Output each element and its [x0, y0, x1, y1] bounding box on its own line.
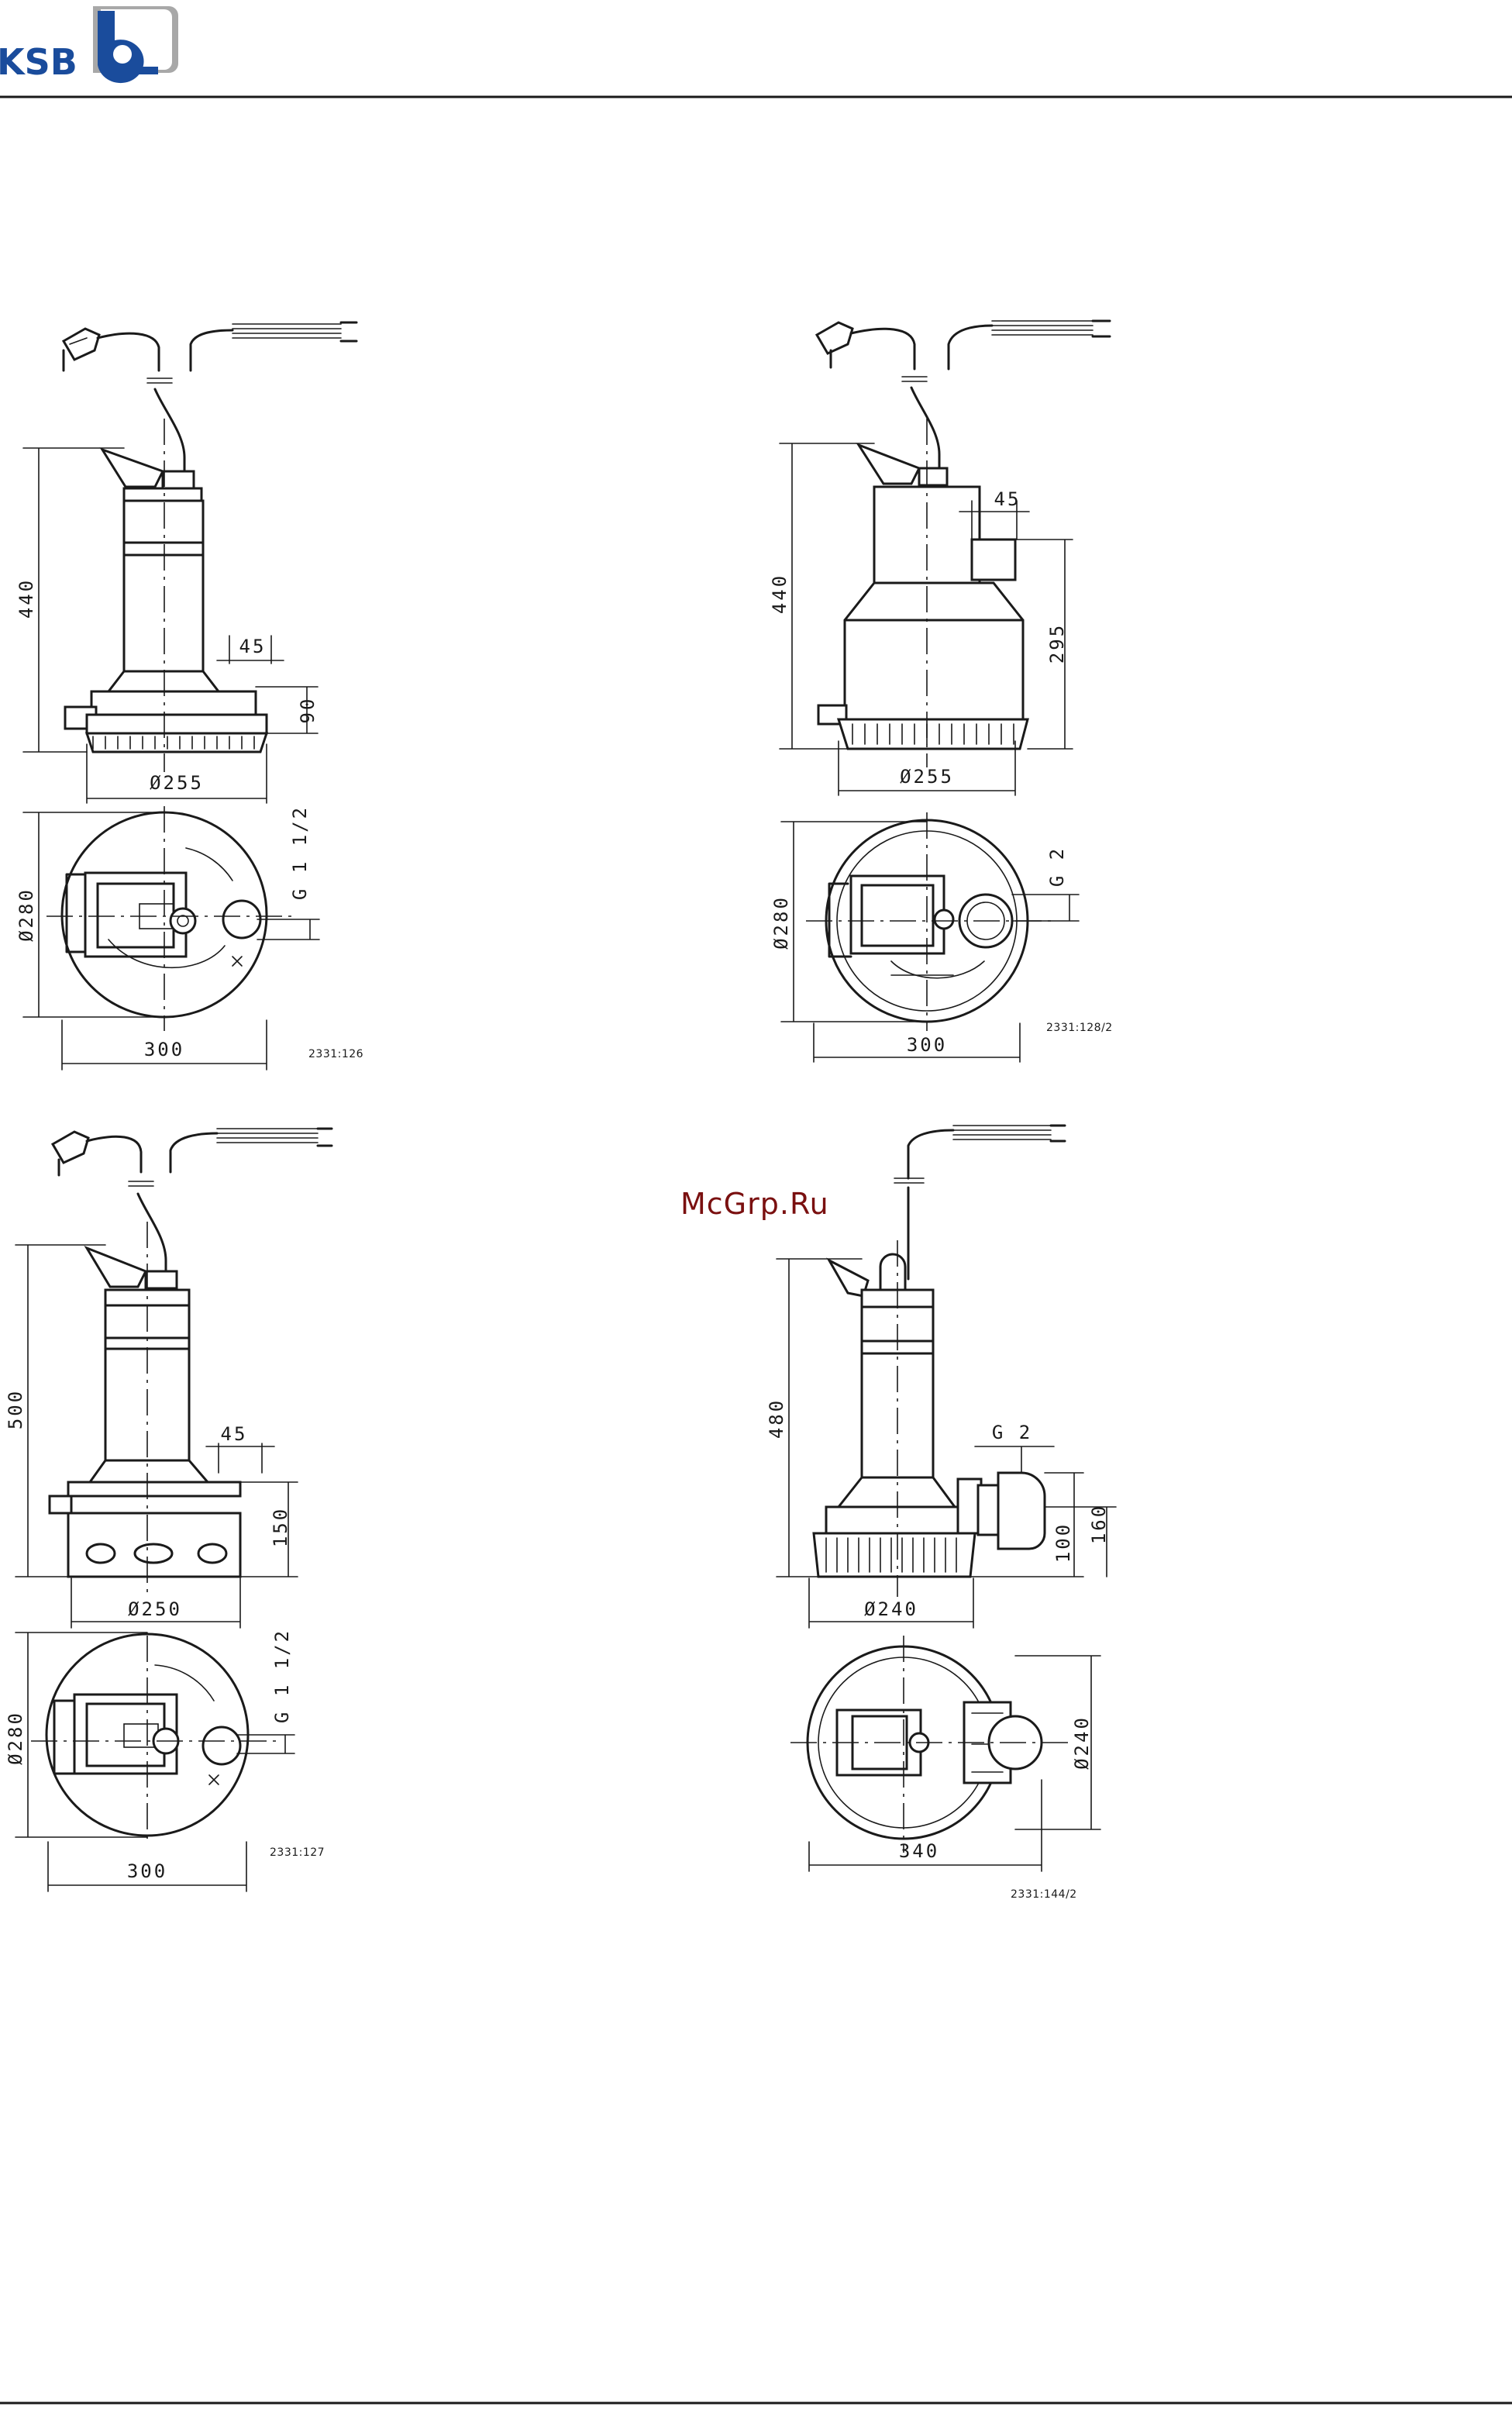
dim-thread: G 2 [992, 1422, 1032, 1443]
dim-outlet-height-outer: 160 [1088, 1504, 1110, 1544]
drawing-bottom-right: 480 G 2 100 160 Ø240 Ø240 340 2331:144/2 [766, 1126, 1116, 1901]
drawing-ref: 2331:128/2 [1046, 1022, 1113, 1034]
drawing-top-left: 440 45 90 Ø255 Ø280 G 1 1/2 300 2331:126 [15, 322, 363, 1070]
dim-plan-width: 300 [907, 1034, 947, 1056]
plug-icon [817, 322, 852, 367]
dim-plan-width: 340 [899, 1840, 939, 1862]
dim-height: 480 [766, 1398, 787, 1439]
dim-base-diameter: Ø240 [864, 1598, 918, 1620]
dim-base-diameter: Ø255 [900, 766, 954, 788]
dim-outlet-height: 150 [270, 1507, 291, 1547]
plug-icon [64, 329, 99, 371]
dim-thread: G 1 1/2 [271, 1629, 293, 1723]
dim-plan-diameter: Ø280 [5, 1711, 26, 1765]
dim-outlet-offset: 45 [221, 1423, 248, 1445]
drawing-bottom-left: 500 45 150 Ø250 Ø280 G 1 1/2 300 2331:12… [5, 1129, 332, 1891]
dim-height: 440 [15, 578, 37, 619]
dim-outlet-offset: 45 [994, 488, 1021, 510]
dim-height: 440 [769, 574, 790, 614]
dim-base-diameter: Ø250 [128, 1598, 182, 1620]
dim-outlet-height: 90 [297, 697, 319, 724]
dim-outlet-height-inner: 100 [1052, 1522, 1074, 1563]
logo-text: KSB [0, 41, 77, 83]
dim-plan-diameter: Ø280 [770, 895, 792, 950]
dim-thread: G 2 [1046, 846, 1068, 887]
dim-plan-diameter: Ø240 [1071, 1715, 1093, 1770]
dim-outlet-height: 295 [1046, 623, 1068, 664]
dim-plan-width: 300 [127, 1860, 167, 1882]
drawing-ref: 2331:127 [270, 1846, 325, 1859]
ksb-logo: KSB [0, 6, 178, 83]
drawing-top-right: 440 45 295 Ø255 Ø280 G 2 300 2331:128/2 [769, 321, 1113, 1062]
drawing-ref: 2331:126 [308, 1048, 363, 1060]
plug-icon [53, 1132, 88, 1175]
dim-thread: G 1 1/2 [289, 805, 311, 900]
dim-base-diameter: Ø255 [150, 772, 204, 794]
dim-plan-diameter: Ø280 [15, 888, 37, 942]
watermark-text: McGrp.Ru [680, 1187, 829, 1221]
dim-plan-width: 300 [144, 1039, 184, 1060]
dim-height: 500 [5, 1389, 26, 1429]
dim-outlet-offset: 45 [239, 636, 267, 657]
drawing-ref: 2331:144/2 [1011, 1888, 1077, 1901]
